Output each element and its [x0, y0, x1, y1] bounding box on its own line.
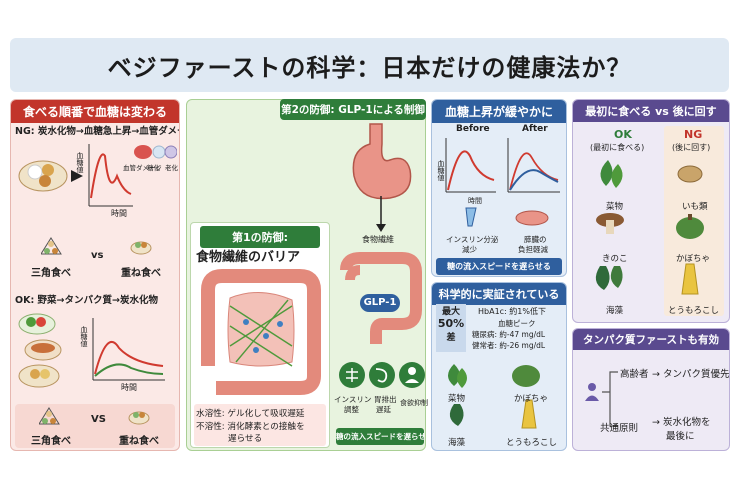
insulin-text: インスリン分泌 — [446, 235, 499, 244]
diabetic-text: 糖尿病: 約-47 mg/dL — [472, 330, 546, 339]
max-pct: 50% — [437, 317, 465, 330]
fiber-label: 食物繊維 — [362, 235, 394, 244]
pancreas-text-2: 負担軽減 — [518, 245, 548, 254]
effect-gastric-2: 遅延 — [376, 405, 391, 414]
after-label: After — [522, 124, 548, 134]
max-badge: 最大 50% 差 — [436, 304, 466, 352]
vs-top: vs — [91, 250, 104, 261]
down-arrow-1 — [376, 196, 386, 232]
fiber-text-box — [194, 404, 326, 446]
tri-label-a: 三角食べ — [31, 268, 71, 279]
page-title: ベジファーストの科学：日本だけの健康法か？ — [107, 53, 632, 82]
effect-insulin: インスリン — [334, 395, 372, 404]
insoluble-text: 不溶性: 消化酵素との接触を — [196, 422, 305, 432]
middle-footer: 糖の流入スピードを遅らせる — [336, 428, 424, 445]
ok-label: OK: 野菜→タンパク質→炭水化物 — [15, 292, 158, 306]
glucose-xlabel: 時間 — [468, 197, 482, 205]
effect-gastric: 胃排出 — [374, 395, 397, 404]
left-header: 食べる順番で血糖は変わる — [11, 100, 179, 123]
ok-title: OK — [614, 128, 632, 141]
science-header: 科学的に実証されている — [432, 283, 566, 305]
intestine-barrier — [201, 269, 321, 395]
sci-veg-3: 海藻 — [448, 438, 466, 448]
glp1-badge: GLP-1 — [360, 294, 400, 312]
soluble-text: 水溶性: ゲル化して吸収遅延 — [196, 409, 305, 419]
glucose-panel: 血糖上昇が緩やかに — [431, 99, 567, 277]
glp-header: 第2の防御: GLP-1による制御 — [280, 99, 426, 120]
glucose-footer: 糖の流入スピードを遅らせる — [436, 258, 562, 275]
ng-item-3: とうもろこし — [668, 306, 720, 316]
ng-illustration — [18, 144, 177, 207]
ng-damage-aging: 老化 — [165, 164, 178, 172]
ng-item-1: いも類 — [682, 202, 708, 212]
left-panel: 食べる順番で血糖は変わる NG: 炭水化物→血糖急上昇→血管ダメージ・糖化・老化… — [10, 99, 180, 451]
ng-sub: (後に回す) — [672, 143, 711, 152]
vs-bottom: VS — [91, 414, 106, 425]
insulin-pancreas-icons — [465, 207, 549, 227]
tri-icons-bottom — [39, 407, 150, 425]
sci-veg-1: 菜物 — [448, 394, 466, 404]
ok-item-3: 海藻 — [606, 306, 624, 316]
person-icon — [585, 383, 599, 401]
def1-header: 第1の防御: — [200, 226, 320, 248]
effect-appetite: 食欲抑制 — [400, 399, 428, 407]
ok-illustration — [18, 313, 165, 388]
max-label: 最大 — [441, 307, 460, 317]
sci-veg-4: とうもろこし — [506, 438, 558, 448]
ng-chart-ylabel: 血糖値 — [76, 152, 84, 173]
before-after-charts — [445, 138, 560, 193]
tri-label-b: 重ね食べ — [121, 268, 161, 279]
insulin-text-2: 減少 — [462, 245, 477, 254]
max-diff: 差 — [446, 333, 456, 343]
elderly-text: 高齢者 — [620, 369, 649, 380]
def1-title: 食物繊維のバリア — [196, 250, 301, 265]
tri-label-d: 重ね食べ — [119, 436, 159, 447]
sci-veg-2: かぼちゃ — [514, 394, 549, 404]
tri-label-c: 三角食べ — [31, 436, 71, 447]
ng-label: NG: 炭水化物→血糖急上昇→血管ダメージ・糖化・老化 — [11, 123, 179, 141]
hba-text: HbA1c: 約1%低下 — [478, 307, 546, 316]
effect-icons — [339, 362, 425, 388]
ok-chart-xlabel: 時間 — [121, 383, 137, 392]
small-intestine — [340, 252, 422, 344]
bottom-tri-box — [15, 404, 175, 448]
ng-damage-glycation: 糖化 — [147, 164, 160, 172]
ng-chart-xlabel: 時間 — [111, 209, 127, 218]
ok-ng-header: 最初に食べる vs 後に回す — [573, 100, 729, 122]
ok-item-2: きのこ — [602, 254, 628, 264]
ok-chart-ylabel: 血糖値 — [80, 326, 88, 347]
protein-panel: タンパク質ファーストも有効 — [572, 328, 730, 451]
ok-ng-food-icons — [595, 160, 704, 295]
effect-insulin-2: 調整 — [344, 405, 359, 414]
ok-sub: (最初に食べる) — [590, 143, 645, 152]
ng-title: NG — [684, 128, 703, 141]
protein-header: タンパク質ファーストも有効 — [573, 329, 729, 350]
ng-label-text: NG: 炭水化物→血糖急上昇→血管ダメージ・糖化・老化 — [15, 126, 179, 137]
stomach-illustration — [352, 123, 412, 200]
science-veg-icons — [448, 364, 540, 429]
title-bar: ベジファーストの科学：日本だけの健康法か？ — [10, 38, 729, 92]
common-text: 共通原則 — [600, 423, 639, 434]
glucose-ylabel: 血糖値 — [437, 160, 445, 181]
ng-item-2: かぼちゃ — [676, 254, 711, 264]
insoluble-text-2: 遅らせる — [228, 434, 263, 444]
carb-last-text-2: 最後に — [666, 431, 695, 442]
healthy-text: 健常者: 約-26 mg/dL — [472, 341, 546, 350]
glucose-header: 血糖上昇が緩やかに — [432, 100, 566, 123]
ok-label-text: OK: 野菜→タンパク質→炭水化物 — [15, 295, 158, 306]
glp1-badge-label: GLP-1 — [363, 297, 397, 308]
ng-damage-vessel: 血管ダメージ — [123, 164, 162, 172]
ok-item-1: 菜物 — [606, 202, 624, 212]
peak-text: 血糖ピーク — [498, 319, 536, 328]
branch-lines — [602, 371, 618, 427]
carb-last-text: → 炭水化物を — [652, 417, 711, 428]
protein-first-text: → タンパク質優先 — [652, 369, 730, 380]
tri-icons-top — [41, 237, 152, 255]
before-label: Before — [456, 124, 490, 134]
pancreas-text: 膵臓の — [524, 235, 547, 244]
